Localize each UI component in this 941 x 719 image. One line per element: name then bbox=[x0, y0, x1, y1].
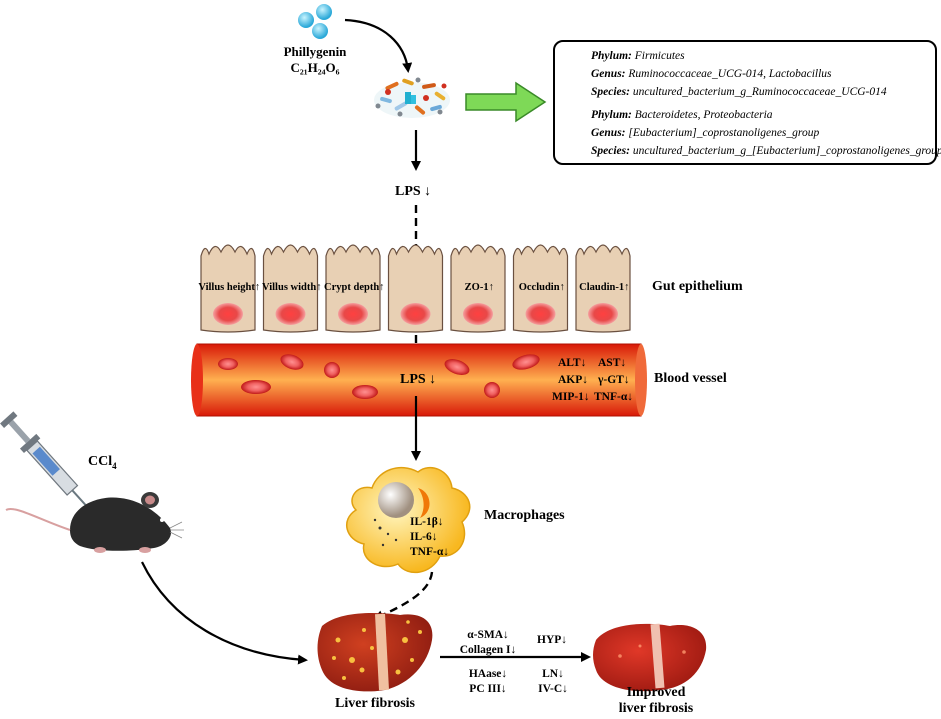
marker-tnfa-blood: TNF-α↓ bbox=[594, 391, 633, 403]
marker-mip1: MIP-1↓ bbox=[552, 391, 590, 403]
marker-tnfa-macrophage: TNF-α↓ bbox=[410, 546, 449, 558]
marker-ivc: IV-C↓ bbox=[538, 683, 568, 695]
cell-nucleus bbox=[213, 303, 243, 325]
up-species-rank: Species: bbox=[591, 86, 630, 98]
improved-liver-fibrosis-label: Improved liver fibrosis bbox=[598, 685, 714, 717]
down-phylum-taxa: Bacteroidetes, Proteobacteria bbox=[634, 109, 773, 121]
macrophage-markers: IL-1β↓ IL-6↓ TNF-α↓ bbox=[410, 515, 449, 560]
marker-il1b: IL-1β↓ bbox=[410, 516, 444, 528]
marker-il6: IL-6↓ bbox=[410, 531, 438, 543]
phillygenin-molecule-icon bbox=[298, 4, 332, 39]
marker-collagen1: Collagen I↓ bbox=[459, 644, 517, 656]
marker-haase: HAase↓ bbox=[468, 668, 508, 680]
lps-label-blood: LPS ↓ bbox=[400, 372, 437, 387]
fibrotic-liver-icon bbox=[317, 612, 433, 692]
gut-cell-marker-label: ZO-1↑ bbox=[464, 282, 494, 293]
marker-asma: α-SMA↓ bbox=[467, 629, 509, 641]
gut-cell-marker-label: Villus height↑ bbox=[198, 282, 261, 293]
down-species-line: Species: uncultured_bacterium_g_[Eubacte… bbox=[591, 145, 941, 157]
red-blood-cells bbox=[218, 354, 540, 399]
marker-pc3: PC III↓ bbox=[469, 683, 507, 695]
up-genus-taxa: Ruminococcaceae_UCG-014, Lactobacillus bbox=[628, 68, 832, 80]
down-species-taxa: uncultured_bacterium_g_[Eubacterium]_cop… bbox=[632, 145, 941, 157]
syringe-icon bbox=[0, 411, 99, 520]
up-species-taxa: uncultured_bacterium_g_Ruminococcaceae_U… bbox=[632, 86, 887, 98]
marker-ln: LN↓ bbox=[542, 668, 564, 680]
up-species-line: Species: uncultured_bacterium_g_Ruminoco… bbox=[591, 86, 887, 98]
improved-label-line2: liver fibrosis bbox=[618, 701, 694, 716]
up-phylum-rank: Phylum: bbox=[591, 50, 632, 62]
liver-fibrosis-label: Liver fibrosis bbox=[335, 696, 415, 711]
ccl4-label: CCl4 bbox=[88, 454, 117, 471]
marker-hyp: HYP↓ bbox=[537, 634, 568, 646]
up-phylum-taxa: Firmicutes bbox=[634, 50, 685, 62]
arrow-mouse-to-liver bbox=[141, 561, 308, 665]
ccl4-subscript: 4 bbox=[112, 460, 117, 471]
marker-ggt: γ-GT↓ bbox=[598, 374, 630, 386]
cell-nucleus bbox=[588, 303, 618, 325]
cell-nucleus bbox=[525, 303, 556, 325]
gut-microbiota-changes-box: Phylum: Firmicutes Genus: Ruminococcacea… bbox=[553, 40, 941, 165]
compound-name: Phillygenin bbox=[283, 44, 347, 59]
markers-sma-collagen: α-SMA↓ Collagen I↓ bbox=[453, 628, 523, 658]
green-arrow-to-bacteria-box bbox=[465, 81, 547, 123]
up-phylum-line: Phylum: Firmicutes bbox=[591, 50, 685, 62]
arrow-compound-to-bacteria bbox=[344, 18, 413, 73]
down-genus-rank: Genus: bbox=[591, 127, 626, 139]
cell-nucleus bbox=[463, 303, 493, 325]
gut-cell-marker-label: Occludin↑ bbox=[518, 282, 565, 293]
mouse-icon bbox=[5, 492, 184, 553]
up-genus-line: Genus: Ruminococcaceae_UCG-014, Lactobac… bbox=[591, 68, 832, 80]
down-genus-taxa: [Eubacterium]_coprostanoligenes_group bbox=[628, 127, 820, 139]
marker-ast: AST↓ bbox=[598, 357, 627, 369]
gut-cell-marker-label: Crypt depth↑ bbox=[324, 282, 385, 293]
markers-haase-pc3: HAase↓ PC III↓ bbox=[460, 667, 516, 697]
gut-epithelium-label: Gut epithelium bbox=[652, 279, 743, 294]
improved-label-line1: Improved bbox=[626, 685, 686, 700]
macrophage-cell bbox=[346, 467, 471, 574]
improved-liver-icon bbox=[593, 623, 707, 692]
marker-akp: AKP↓ bbox=[558, 374, 589, 386]
cell-nucleus bbox=[275, 303, 306, 325]
cell-nucleus bbox=[338, 303, 368, 325]
lps-label-top: LPS ↓ bbox=[395, 184, 432, 199]
down-phylum-rank: Phylum: bbox=[591, 109, 632, 121]
up-genus-rank: Genus: bbox=[591, 68, 626, 80]
compound-formula: C₂₁H₂₄O₆ bbox=[290, 60, 340, 75]
marker-alt: ALT↓ bbox=[558, 357, 587, 369]
down-genus-line: Genus: [Eubacterium]_coprostanoligenes_g… bbox=[591, 127, 819, 139]
gut-bacteria-icon bbox=[374, 77, 450, 118]
ccl4-main: CCl bbox=[88, 454, 113, 469]
markers-ln-ivc: LN↓ IV-C↓ bbox=[525, 667, 581, 697]
gut-cell-marker-label: Claudin-1↑ bbox=[579, 282, 630, 293]
blood-vessel-label: Blood vessel bbox=[654, 371, 727, 386]
blood-vessel-shape bbox=[191, 343, 647, 417]
cell-nucleus bbox=[400, 303, 431, 325]
gut-epithelium-cells bbox=[200, 244, 631, 333]
phagocytic-vesicle-icon bbox=[378, 482, 414, 518]
down-phylum-line: Phylum: Bacteroidetes, Proteobacteria bbox=[591, 109, 773, 121]
gut-cell-marker-label: Villus width↑ bbox=[262, 282, 322, 293]
macrophages-label: Macrophages bbox=[484, 508, 565, 523]
down-species-rank: Species: bbox=[591, 145, 630, 157]
arrow-macrophage-to-liver bbox=[373, 571, 434, 620]
